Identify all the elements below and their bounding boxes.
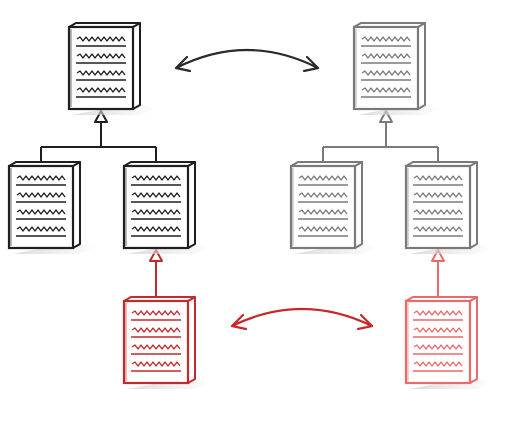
right-parent-document-icon xyxy=(352,22,442,115)
double-headed-curved-arrow-icon xyxy=(230,308,374,328)
document-text-line xyxy=(298,175,348,181)
documents xyxy=(7,22,494,389)
document-text-line xyxy=(413,209,463,215)
document-text-line xyxy=(131,327,181,333)
inheritance-triangle-icon xyxy=(94,110,108,123)
left-extension-document-icon xyxy=(122,296,212,389)
right-child-document-icon xyxy=(289,161,379,254)
document-text-line xyxy=(131,209,181,215)
left-extension-connector xyxy=(149,249,163,299)
document-text-line xyxy=(76,70,126,76)
document-text-line xyxy=(361,70,411,76)
arrowhead-right-icon xyxy=(356,313,374,331)
document-text-line xyxy=(298,192,348,198)
document-text-line xyxy=(131,310,181,316)
left-tree-connector xyxy=(40,110,157,164)
bottom-swap-arrow xyxy=(230,308,374,331)
document-text-line xyxy=(413,361,463,367)
document-front-face xyxy=(67,25,135,111)
document-text-line xyxy=(361,53,411,59)
double-headed-curved-arrow-icon xyxy=(174,49,320,70)
inheritance-triangle-icon xyxy=(379,110,393,123)
right-child-document-icon xyxy=(404,161,494,254)
document-text-line xyxy=(16,192,66,198)
document-text-line xyxy=(413,226,463,232)
inheritance-triangle-icon xyxy=(149,249,163,262)
document-text-line xyxy=(76,53,126,59)
inheritance-triangle-icon xyxy=(431,249,445,262)
document-text-line xyxy=(131,361,181,367)
document-text-line xyxy=(16,175,66,181)
document-text-line xyxy=(131,175,181,181)
right-extension-document-icon xyxy=(404,296,494,389)
document-text-line xyxy=(413,344,463,350)
document-text-line xyxy=(76,87,126,93)
document-text-line xyxy=(16,209,66,215)
connectors xyxy=(40,110,445,299)
document-text-line xyxy=(131,344,181,350)
left-child-document-icon xyxy=(7,161,97,254)
arrowhead-left-icon xyxy=(174,55,192,73)
arrowhead-right-icon xyxy=(302,55,320,73)
right-extension-connector xyxy=(431,249,445,299)
document-text-line xyxy=(413,175,463,181)
document-text-line xyxy=(131,226,181,232)
arrowhead-left-icon xyxy=(230,313,248,331)
document-text-line xyxy=(413,327,463,333)
left-parent-document-icon xyxy=(67,22,157,115)
document-text-line xyxy=(76,36,126,42)
left-child-document-icon xyxy=(122,161,212,254)
document-text-line xyxy=(298,226,348,232)
document-text-line xyxy=(298,209,348,215)
document-text-line xyxy=(413,192,463,198)
document-text-line xyxy=(131,192,181,198)
top-swap-arrow xyxy=(174,49,320,73)
document-text-line xyxy=(361,87,411,93)
document-text-line xyxy=(16,226,66,232)
document-text-line xyxy=(361,36,411,42)
right-tree-connector xyxy=(322,110,439,164)
document-text-line xyxy=(413,310,463,316)
swap-arrows xyxy=(174,49,374,331)
